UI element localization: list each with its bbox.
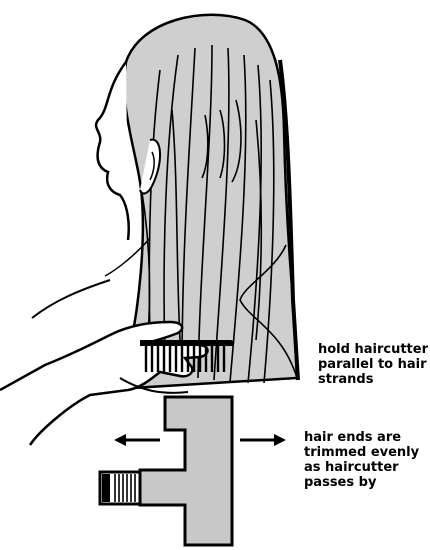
label-line: hair ends are (304, 430, 419, 445)
arrow-right (240, 434, 286, 446)
label-line: parallel to hair (318, 357, 428, 372)
label-line: as haircutter (304, 460, 419, 475)
label-line: hold haircutter (318, 342, 428, 357)
arrow-left (114, 434, 160, 446)
face-profile (96, 62, 129, 240)
haircutter (100, 397, 232, 545)
label-hair-ends: hair ends are trimmed evenly as haircutt… (304, 430, 419, 490)
label-line: trimmed evenly (304, 445, 419, 460)
label-line: strands (318, 372, 428, 387)
label-hold-parallel: hold haircutter parallel to hair strands (318, 342, 428, 387)
label-line: passes by (304, 475, 419, 490)
